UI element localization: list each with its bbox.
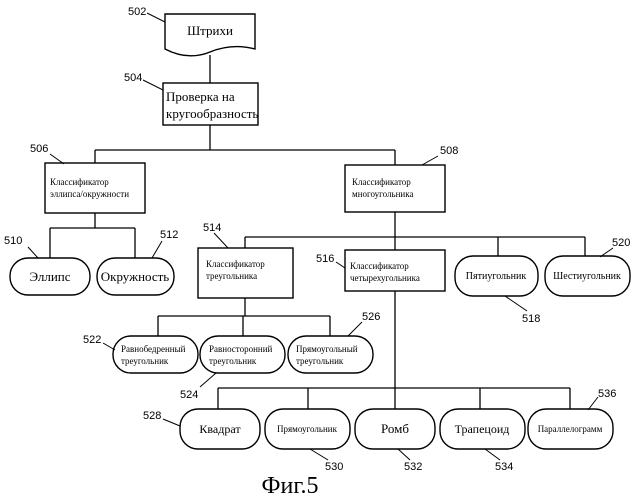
square-node: Квадрат	[180, 409, 260, 449]
isosceles-label-line1: Равнобедренный	[121, 344, 186, 354]
ref-510: 510	[4, 235, 22, 247]
polygon-classifier-label-line1: Классификатор	[352, 177, 411, 187]
figure-caption: Фиг.5	[262, 473, 319, 499]
ellipse-label: Эллипс	[29, 269, 70, 284]
hexagon-node: Шестиугольник	[545, 256, 630, 296]
ref-502: 502	[128, 6, 146, 18]
ellipse-classifier-label-line1: Классификатор	[50, 177, 109, 187]
pentagon-label: Пятиугольник	[466, 271, 527, 282]
polygon-classifier-label-line2: многоугольника	[352, 189, 413, 199]
parallelogram-label: Параллелограмм	[538, 424, 603, 434]
ref-530: 530	[325, 461, 343, 473]
square-label: Квадрат	[199, 422, 241, 436]
rhombus-node: Ромб	[355, 409, 435, 449]
rectangle-node: Прямоугольник	[265, 409, 350, 449]
trapezoid-label: Трапецоид	[455, 422, 510, 436]
equilateral-label-line1: Равносторонний	[209, 344, 273, 354]
ref-534: 534	[495, 461, 513, 473]
quad-classifier-node: Классификатор четырехугольника	[345, 250, 445, 291]
roundness-check-label-line1: Проверка на	[166, 89, 235, 104]
triangle-classifier-node: Классификатор треугольника	[198, 248, 293, 298]
rhombus-label: Ромб	[381, 421, 409, 436]
ellipse-node: Эллипс	[10, 258, 90, 295]
ref-512: 512	[160, 229, 178, 241]
ref-506: 506	[30, 143, 48, 155]
ref-516: 516	[316, 253, 334, 265]
ref-532: 532	[404, 461, 422, 473]
ref-508: 508	[440, 145, 458, 157]
ref-520: 520	[612, 237, 630, 249]
right-triangle-node: Прямоугольный треугольник	[288, 336, 373, 373]
ellipse-classifier-label-line2: эллипса/окружности	[50, 189, 129, 199]
ref-528: 528	[143, 410, 161, 422]
trapezoid-node: Трапецоид	[440, 409, 525, 449]
rectangle-label: Прямоугольник	[277, 424, 338, 434]
ref-522: 522	[83, 334, 101, 346]
isosceles-triangle-node: Равнобедренный треугольник	[113, 336, 198, 373]
strokes-node: Штрихи	[165, 14, 255, 56]
equilateral-label-line2: треугольник	[209, 356, 257, 366]
roundness-check-label-line2: кругообразность	[166, 106, 258, 121]
isosceles-label-line2: треугольник	[121, 356, 169, 366]
equilateral-triangle-node: Равносторонний треугольник	[200, 336, 285, 373]
ref-504: 504	[124, 72, 142, 84]
hexagon-label: Шестиугольник	[553, 271, 621, 282]
triangle-classifier-label-line2: треугольника	[206, 271, 257, 281]
parallelogram-node: Параллелограмм	[528, 409, 613, 449]
circle-label: Окружность	[101, 269, 170, 284]
ref-526: 526	[362, 311, 380, 323]
strokes-label: Штрихи	[187, 23, 233, 38]
ref-514: 514	[203, 222, 221, 234]
ref-524: 524	[180, 389, 198, 401]
right-triangle-label-line2: треугольник	[296, 356, 344, 366]
right-triangle-label-line1: Прямоугольный	[296, 344, 358, 354]
triangle-classifier-label-line1: Классификатор	[206, 259, 265, 269]
quad-classifier-label-line1: Классификатор	[350, 261, 409, 271]
polygon-classifier-node: Классификатор многоугольника	[345, 165, 445, 212]
ref-536: 536	[598, 388, 616, 400]
ellipse-classifier-node: Классификатор эллипса/окружности	[45, 163, 145, 213]
pentagon-node: Пятиугольник	[455, 256, 538, 296]
quad-classifier-label-line2: четырехугольника	[350, 273, 420, 283]
roundness-check-node: Проверка на кругообразность	[163, 83, 258, 125]
circle-node: Окружность	[97, 258, 174, 295]
ref-518: 518	[522, 313, 540, 325]
